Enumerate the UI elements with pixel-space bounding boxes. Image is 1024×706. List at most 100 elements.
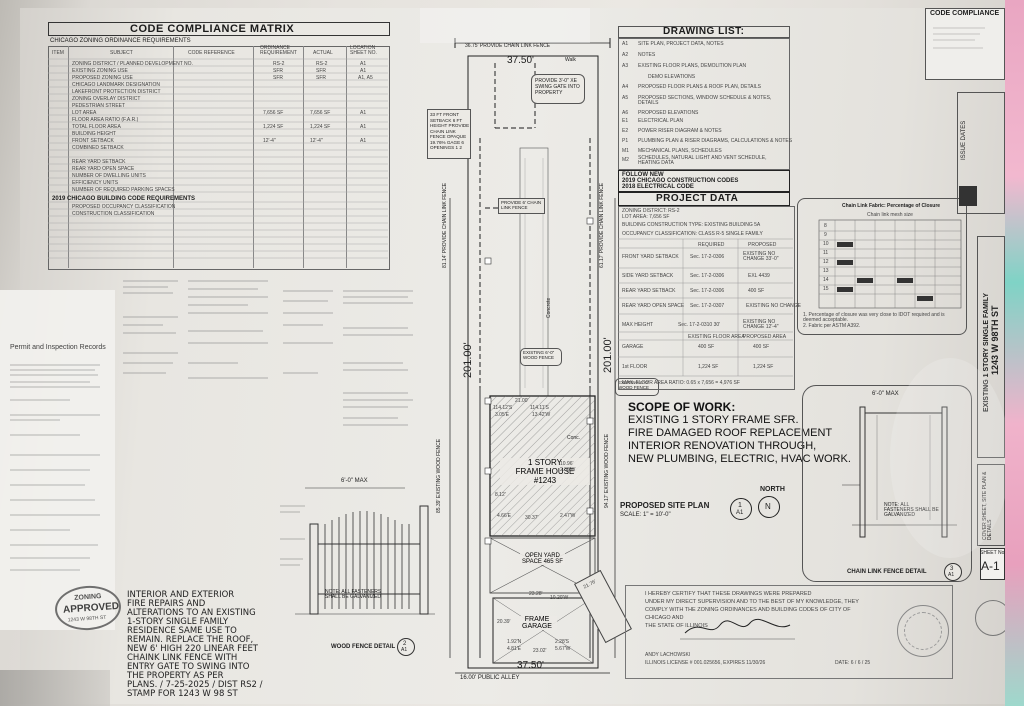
col-item: ITEM xyxy=(52,50,64,56)
east-depth: 201.00' xyxy=(602,337,614,373)
matrix-subtitle: CHICAGO ZONING ORDINANCE REQUIREMENTS xyxy=(50,38,191,44)
zoning-district: ZONING DISTRICT: RS-2 xyxy=(622,208,680,214)
bottom-dimension: 37.50' xyxy=(517,660,544,671)
matrix-val: SFR xyxy=(316,75,326,81)
west-existing-fence: 85.39' EXISTING WOOD FENCE xyxy=(436,438,442,513)
dim-label: 13.42'W xyxy=(532,412,551,418)
sheet-code: M2 xyxy=(622,157,629,163)
sheet-desc: NOTES xyxy=(638,52,656,58)
dim-label: 20.39' xyxy=(497,619,511,625)
company-text-lines xyxy=(933,27,985,49)
walk-label: Walk xyxy=(565,57,576,63)
matrix-row: NUMBER OF REQUIRED PARKING SPACES xyxy=(72,187,175,193)
gate-note: PROVIDE 3'-0" XE SWING GATE INTO PROPERT… xyxy=(535,78,580,96)
signature-icon xyxy=(680,618,795,640)
sheet-code: E1 xyxy=(622,118,629,124)
code-follow-box: FOLLOW NEW 2019 CHICAGO CONSTRUCTION COD… xyxy=(618,170,790,192)
dim-label: 21.00' xyxy=(515,398,529,404)
matrix-val: A1 xyxy=(360,124,367,130)
note-line: 1-STORY SINGLE FAMILY xyxy=(127,617,229,627)
site-plan-scale: SCALE: 1" = 10'-0" xyxy=(620,512,671,518)
detail-sheet: A1 xyxy=(401,647,408,653)
matrix-val: 12'-4" xyxy=(310,138,323,144)
matrix-row: BUILDING HEIGHT xyxy=(72,131,116,137)
matrix-row: NUMBER OF DWELLING UNITS xyxy=(72,173,146,179)
cert-line: UNDER MY DIRECT SUPERVISION AND TO THE B… xyxy=(645,599,859,605)
gauge: 9 xyxy=(824,232,827,238)
stamp-line2: APPROVED xyxy=(62,600,120,616)
chain-fence-note: NOTE: ALL FASTENERS SHALL BE GALVANIZED xyxy=(884,502,939,518)
pd-row-prop: EXISTING NO CHANGE 12'-4" xyxy=(743,319,779,330)
sheet-code: M1 xyxy=(622,148,629,154)
existing-fence-label: EXISTING 6'-0" WOOD FENCE xyxy=(618,380,650,390)
dim-label: 21.76' xyxy=(582,578,598,591)
site-plan-bubble: 1 A1 xyxy=(730,498,752,520)
matrix-val: A1, A5 xyxy=(358,75,373,81)
permit-title: Permit and Inspection Records xyxy=(10,344,106,351)
project-data-grid xyxy=(618,238,793,377)
provide-fence-label: PROVIDE 6' CHAIN LINK FENCE xyxy=(501,200,542,210)
shadow-corner xyxy=(0,670,110,706)
cert-line: CHICAGO AND xyxy=(645,615,684,621)
detail-number: 1 xyxy=(738,502,742,509)
col-code-ref: CODE REFERENCE xyxy=(188,50,235,56)
detail-sheet: A1 xyxy=(736,510,744,516)
permit-text-lines xyxy=(10,364,100,571)
dim-label: 114.11'S xyxy=(530,405,549,411)
drawing-list-title: DRAWING LIST: xyxy=(663,26,745,37)
matrix-row: ZONING DISTRICT / PLANNED DEVELOPMENT NO… xyxy=(72,61,193,67)
col-actual: ACTUAL xyxy=(313,50,333,56)
follow-line: 2019 CHICAGO CONSTRUCTION CODES xyxy=(622,178,739,184)
chain-link-table: Chain Link Fabric: Percentage of Closure… xyxy=(797,198,967,348)
scope-line: FIRE DAMAGED ROOF REPLACEMENT xyxy=(628,427,833,439)
matrix-row: PROPOSED ZONING USE xyxy=(72,75,133,81)
pd-row-req: Sec. 17-2-0306 xyxy=(690,273,725,279)
existing-fence-box-2: EXISTING 6'-0" WOOD FENCE xyxy=(615,378,659,396)
dim-label: 23.02' xyxy=(533,648,547,654)
col-subject: SUBJECT xyxy=(110,50,133,56)
dim-label: 8.12' xyxy=(495,492,506,498)
architect-seal-icon xyxy=(897,605,949,657)
floor-row: 1,224 SF xyxy=(753,364,774,370)
scope-title: SCOPE OF WORK: xyxy=(628,400,736,414)
matrix-row: LOT AREA xyxy=(72,110,97,116)
stamp-address: 1243 W 98TH ST xyxy=(67,614,107,624)
note-line: FIRE REPAIRS AND xyxy=(127,599,206,609)
pd-row-prop: 400 SF xyxy=(748,288,765,294)
matrix-title: CODE COMPLIANCE MATRIX xyxy=(130,23,295,35)
pd-row-req: Sec. 17-2-0310 30' xyxy=(678,322,721,328)
provide-fence-box: PROVIDE 6' CHAIN LINK FENCE xyxy=(498,198,545,214)
notes-columns xyxy=(123,280,413,426)
east-existing-fence: 94.17' EXISTING WOOD FENCE xyxy=(604,433,610,508)
certification: I HEREBY CERTIFY THAT THESE DRAWINGS WER… xyxy=(625,585,955,680)
matrix-row: PEDESTRIAN STREET xyxy=(72,103,126,109)
cert-line: I HEREBY CERTIFY THAT THESE DRAWINGS WER… xyxy=(645,591,812,597)
sheet-number: A-1 xyxy=(981,559,1000,573)
drawing-sheet: CODE COMPLIANCE MATRIX CHICAGO ZONING OR… xyxy=(0,8,1011,704)
chain-fence-height: 6'-0" MAX xyxy=(872,391,899,397)
permit-records-page: Permit and Inspection Records ZONING APP… xyxy=(0,290,123,633)
license-line: ILLINOIS LICENSE # 001.025656, EXPIRES 1… xyxy=(645,660,766,666)
detail-number: 2 xyxy=(403,641,407,647)
matrix-row: REAR YARD OPEN SPACE xyxy=(72,166,135,172)
sheet-desc: DEMO ELEVATIONS xyxy=(648,74,696,80)
construction-type: BUILDING CONSTRUCTION TYPE: EXISTING BUI… xyxy=(622,222,761,228)
dim-label: 5.67'W xyxy=(555,646,571,652)
gauge: 15 xyxy=(823,286,829,292)
project-address: 1243 W 98TH ST xyxy=(990,305,1000,375)
matrix-val: 1,224 SF xyxy=(310,124,331,130)
conc-label: Conc. xyxy=(567,435,581,441)
matrix-row: COMBINED SETBACK xyxy=(72,145,124,151)
dim-label: 10.20'W xyxy=(550,595,569,601)
dim-label: 3.05'E xyxy=(495,412,510,418)
matrix-val: 12'-4" xyxy=(263,138,276,144)
note-line: ENTRY GATE TO SWING INTO xyxy=(127,662,250,672)
dim-label: 2.47'W xyxy=(560,513,576,519)
north-label: NORTH xyxy=(760,486,785,493)
matrix-val: A1 xyxy=(360,138,367,144)
code-compliance-matrix: CODE COMPLIANCE MATRIX CHICAGO ZONING OR… xyxy=(48,22,390,270)
lot-area: LOT AREA: 7,656 SF xyxy=(622,214,670,220)
wood-fence-detail-bubble: 2 A1 xyxy=(397,638,415,656)
note-line: STAMP FOR 1243 W 98 ST xyxy=(127,689,238,699)
col-required: REQUIRED xyxy=(698,242,725,248)
